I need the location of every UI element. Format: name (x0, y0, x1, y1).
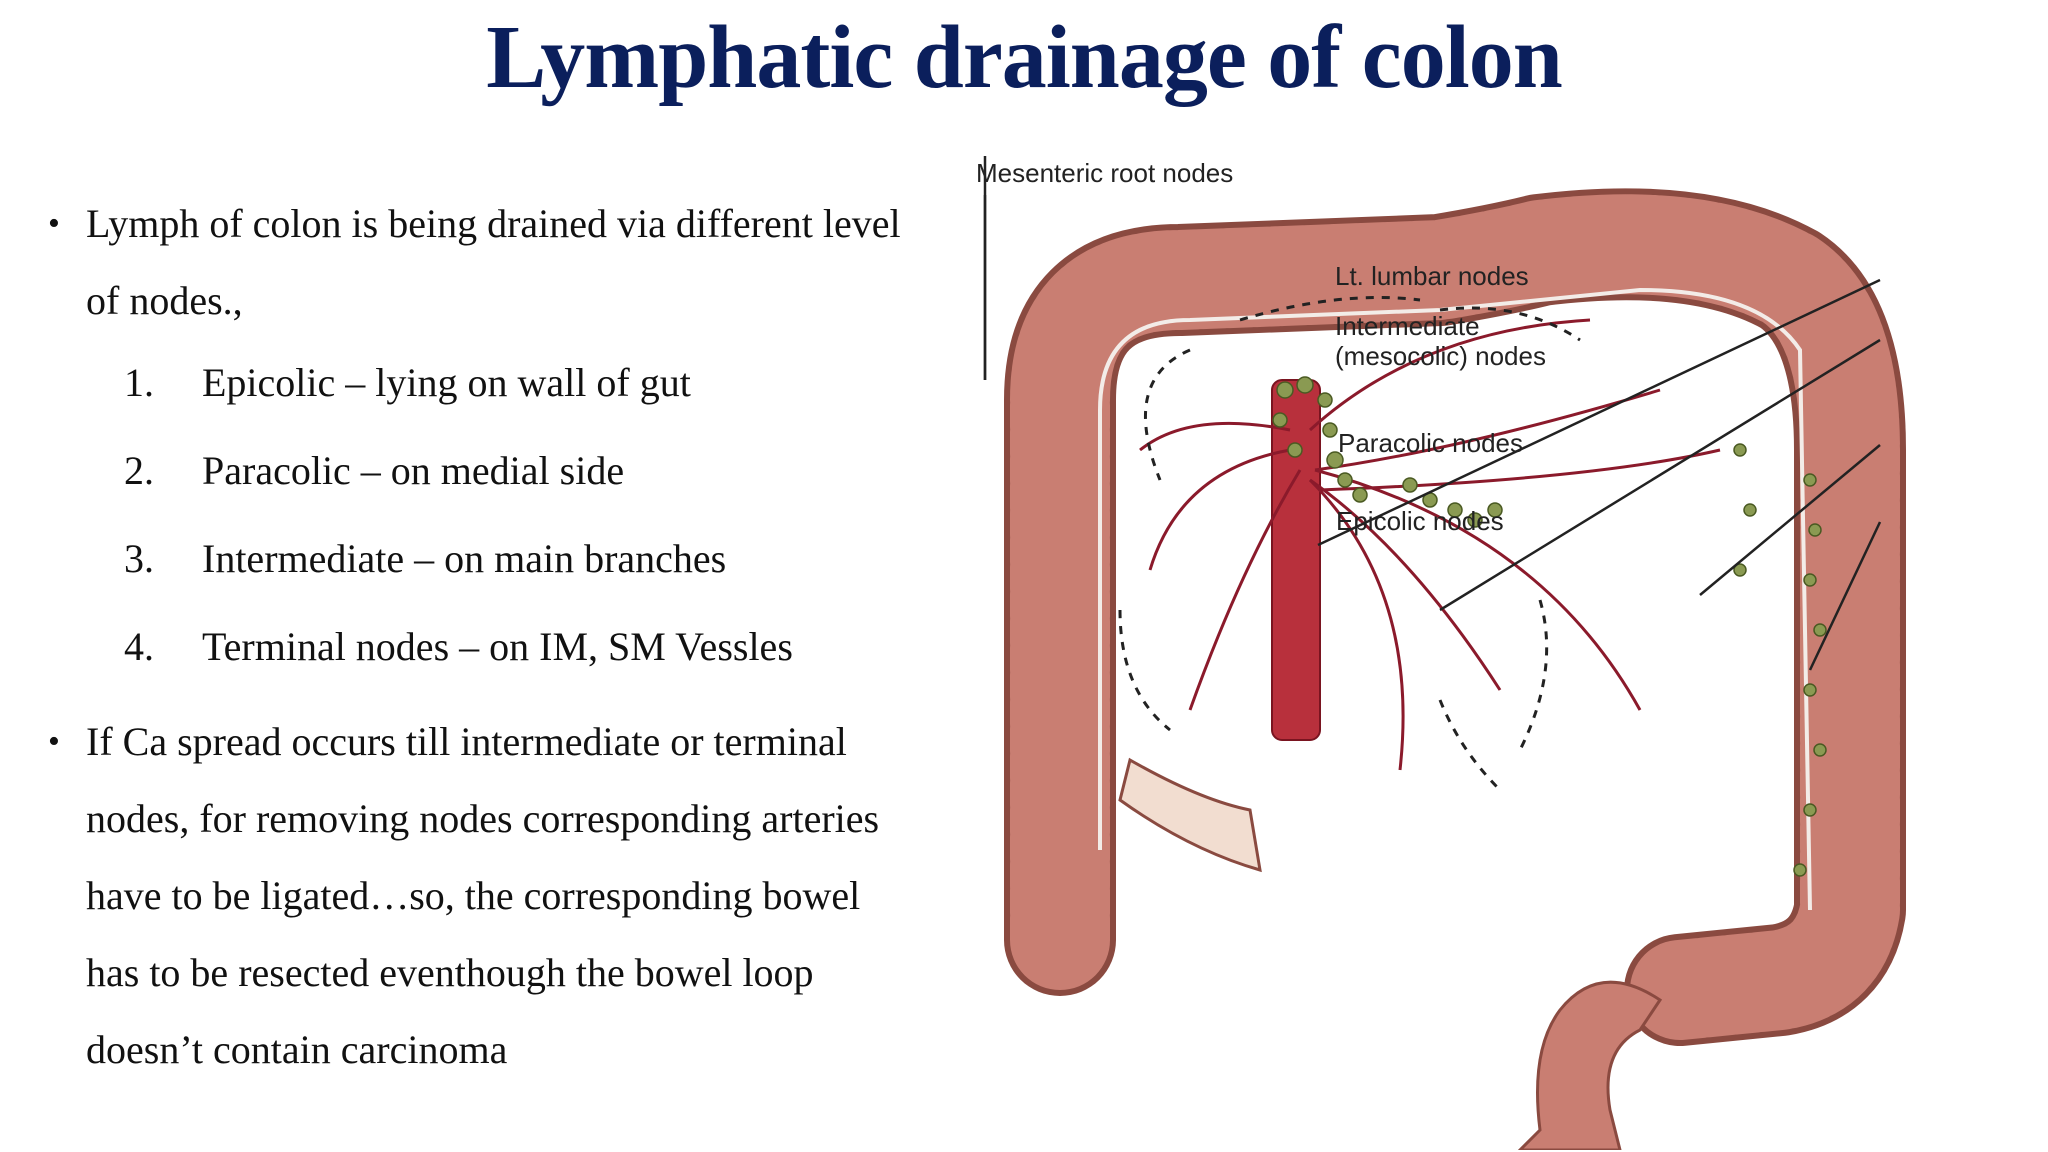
bullet-item: • If Ca spread occurs till intermediate … (40, 703, 920, 1088)
bullet-dot-icon: • (48, 205, 60, 242)
colon-lymphatics-figure (940, 150, 2040, 1150)
bullet-text: Lymph of colon is being drained via diff… (86, 201, 901, 323)
bullet-item: • Lymph of colon is being drained via di… (40, 185, 920, 339)
item-text: Terminal nodes – on IM, SM Vessles (202, 624, 793, 669)
item-number: 2. (124, 448, 154, 493)
mesenteric-artery-trunk (1271, 379, 1321, 741)
terminal-ileum (1118, 757, 1262, 873)
item-number: 4. (124, 624, 154, 669)
item-text: Intermediate – on main branches (202, 536, 727, 581)
bullet-dot-icon: • (48, 723, 60, 760)
numbered-item: 3. Intermediate – on main branches (40, 515, 920, 603)
slide-title: Lymphatic drainage of colon (486, 8, 1563, 107)
lymph-nodes (1272, 376, 1827, 877)
leader-lines (983, 156, 1882, 671)
bullet-list: • Lymph of colon is being drained via di… (40, 185, 920, 1088)
colon-frame (1004, 188, 1906, 1046)
colon-body (1010, 194, 1900, 1040)
item-text: Paracolic – on medial side (202, 448, 625, 493)
colon-diagram (983, 156, 1906, 1150)
numbered-item: 1. Epicolic – lying on wall of gut (40, 339, 920, 427)
lymph-flow-arrows (1118, 296, 1581, 792)
item-text: Epicolic – lying on wall of gut (202, 360, 691, 405)
item-number: 1. (124, 360, 154, 405)
marginal-vessel (1098, 287, 1812, 911)
numbered-item: 4. Terminal nodes – on IM, SM Vessles (40, 603, 920, 691)
sigmoid-rectum (1517, 980, 1663, 1150)
item-number: 3. (124, 536, 154, 581)
vessel-branches (1139, 318, 1721, 771)
numbered-list: 1. Epicolic – lying on wall of gut 2. Pa… (40, 339, 920, 691)
bullet-text: If Ca spread occurs till intermediate or… (86, 719, 880, 1072)
numbered-item: 2. Paracolic – on medial side (40, 427, 920, 515)
